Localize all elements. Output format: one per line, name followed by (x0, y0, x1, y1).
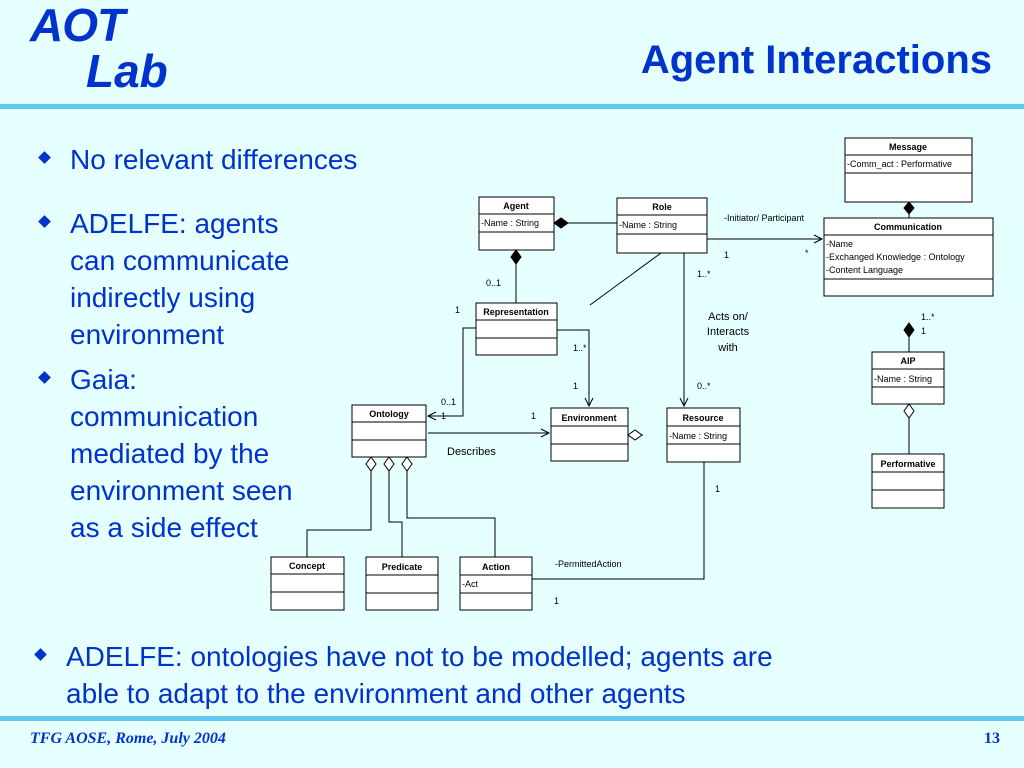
class-attr: -Act (462, 579, 479, 589)
bullet-text: ADELFE: ontologies have not to be modell… (66, 641, 773, 709)
assoc-label-describes: Describes (447, 446, 496, 458)
mult-label: 0..1 (441, 397, 456, 407)
mult-label: 1 (724, 250, 729, 260)
class-attr: -Name : String (619, 220, 677, 230)
class-name: Representation (483, 307, 549, 317)
bullet-text: ADELFE: agents can communicate indirectl… (70, 208, 290, 350)
bullet-3: Gaia: communication mediated by the envi… (38, 361, 293, 546)
class-name: Resource (682, 413, 723, 423)
class-attr: -Exchanged Knowledge : Ontology (826, 252, 965, 262)
class-resource: Resource -Name : String (666, 407, 741, 463)
logo-aot: AOT (30, 0, 125, 51)
bullet-2: ADELFE: agents can communicate indirectl… (38, 205, 290, 353)
class-predicate: Predicate (365, 556, 439, 611)
bullet-1: No relevant differences (38, 141, 358, 178)
footer-event: TFG AOSE, Rome, July 2004 (30, 730, 226, 747)
class-communication: Communication -Name -Exchanged Knowledge… (823, 217, 994, 297)
class-name: Role (652, 202, 672, 212)
bullet-text: Gaia: communication mediated by the envi… (70, 364, 293, 543)
header-rule (0, 104, 1024, 109)
class-aip: AIP -Name : String (871, 351, 945, 405)
class-role: Role -Name : String (616, 197, 708, 254)
class-attr: -Comm_act : Performative (847, 159, 952, 169)
class-name: Environment (561, 413, 616, 423)
assoc-label-initiator: -Initiator/ Participant (724, 213, 805, 223)
mult-label: 0..1 (486, 278, 501, 288)
mult-label: 1 (715, 484, 720, 494)
bullet-4: ADELFE: ontologies have not to be modell… (34, 638, 773, 712)
class-representation: Representation (475, 302, 558, 356)
mult-label: 1 (921, 326, 926, 336)
bullet-text: No relevant differences (70, 144, 358, 175)
class-name: Action (482, 562, 510, 572)
class-environment: Environment (550, 407, 629, 462)
class-name: AIP (900, 356, 915, 366)
assoc-label-with: with (717, 342, 738, 354)
class-attr: -Name : String (481, 218, 539, 228)
mult-label: 1 (554, 596, 559, 606)
class-name: Concept (289, 561, 325, 571)
mult-label: 1 (441, 411, 446, 421)
mult-label: 1 (531, 411, 536, 421)
logo-lab: Lab (86, 45, 168, 97)
class-name: Predicate (382, 562, 423, 572)
class-action: Action -Act (459, 556, 533, 611)
class-name: Agent (503, 201, 529, 211)
footer-rule (0, 716, 1024, 721)
class-agent: Agent -Name : String (478, 196, 555, 251)
class-name: Ontology (369, 409, 409, 419)
class-ontology: Ontology (351, 404, 427, 458)
class-attr: -Name (826, 239, 853, 249)
mult-label: 1..* (921, 312, 935, 322)
assoc-label-interacts: Interacts (707, 326, 750, 338)
class-name: Performative (880, 459, 935, 469)
class-attr: -Name : String (874, 374, 932, 384)
mult-label: 1 (573, 381, 578, 391)
assoc-label-acts-on: Acts on/ (708, 311, 749, 323)
mult-label: 0..* (697, 381, 711, 391)
page-number: 13 (984, 730, 1000, 747)
class-name: Communication (874, 222, 942, 232)
mult-label: 1 (455, 305, 460, 315)
mult-label: * (805, 248, 809, 258)
class-message: Message -Comm_act : Performative (844, 137, 973, 203)
class-attr: -Content Language (826, 265, 903, 275)
class-attr: -Name : String (669, 431, 727, 441)
class-performative: Performative (871, 453, 945, 509)
class-concept: Concept (270, 556, 345, 611)
mult-label: 1..* (697, 269, 711, 279)
mult-label: 1..* (573, 343, 587, 353)
assoc-label-permitted: -PermittedAction (555, 559, 622, 569)
class-name: Message (889, 142, 927, 152)
page-title: Agent Interactions (640, 38, 992, 82)
